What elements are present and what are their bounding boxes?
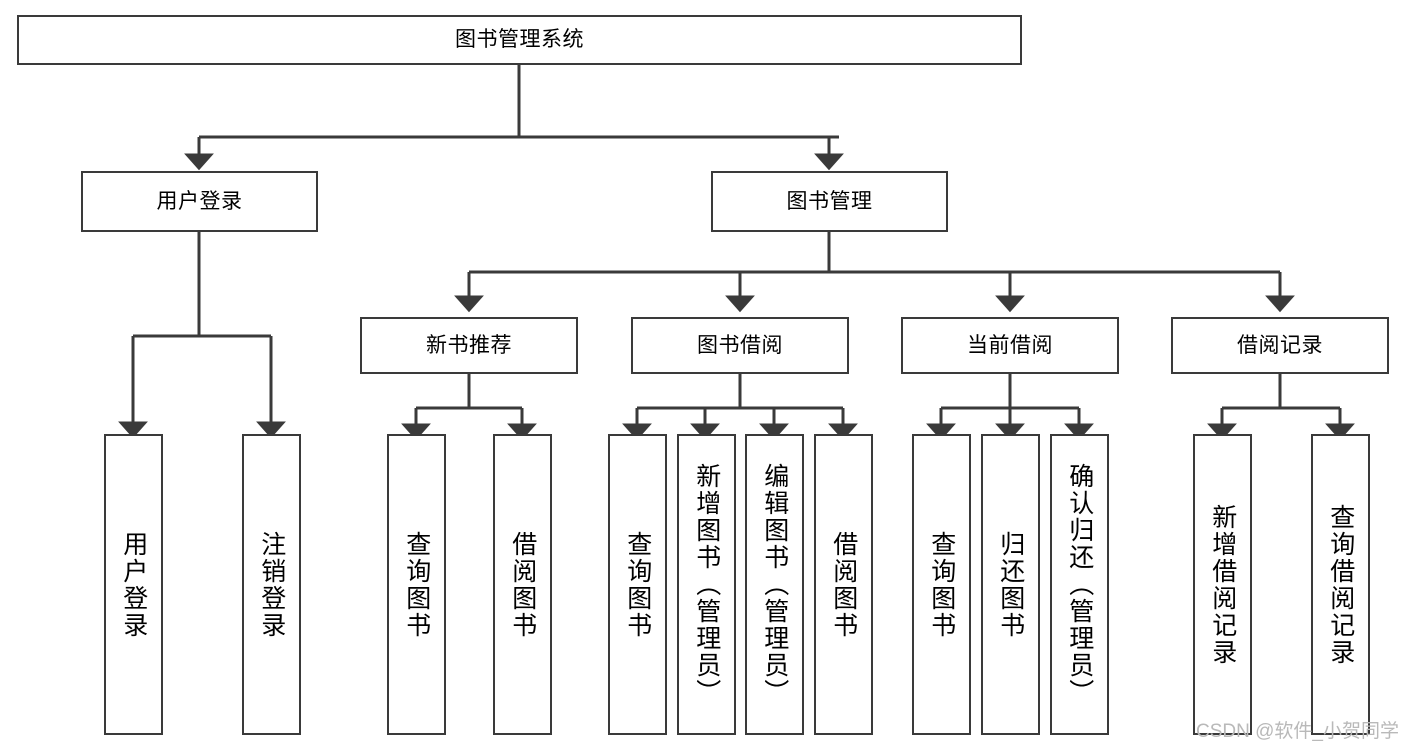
- leaf-new-book-borrow[interactable]: 借阅图书: [493, 434, 552, 735]
- node-book-management-label: 图书管理: [786, 189, 873, 213]
- leaf-user-login-signin[interactable]: 用户登录: [104, 434, 163, 735]
- node-new-book-recommend[interactable]: 新书推荐: [360, 317, 578, 374]
- leaf-current-confirm-return-admin[interactable]: 确认归还（管理员）: [1050, 434, 1109, 735]
- node-current-borrow-label: 当前借阅: [967, 333, 1053, 357]
- leaf-borrow-add-book-admin[interactable]: 新增图书（管理员）: [677, 434, 736, 735]
- leaf-records-add-record[interactable]: 新增借阅记录: [1193, 434, 1252, 735]
- leaf-borrow-edit-book-admin-label: 编辑图书（管理员）: [760, 463, 789, 706]
- node-book-management[interactable]: 图书管理: [711, 171, 948, 232]
- leaf-records-add-record-label: 新增借阅记录: [1208, 503, 1237, 666]
- leaf-borrow-add-book-admin-label: 新增图书（管理员）: [692, 463, 721, 706]
- leaf-borrow-edit-book-admin[interactable]: 编辑图书（管理员）: [745, 434, 804, 735]
- node-new-book-recommend-label: 新书推荐: [426, 333, 512, 357]
- leaf-new-book-query-label: 查询图书: [402, 530, 431, 639]
- leaf-user-login-signout[interactable]: 注销登录: [242, 434, 301, 735]
- node-book-borrow[interactable]: 图书借阅: [631, 317, 849, 374]
- node-borrow-records-label: 借阅记录: [1237, 333, 1323, 357]
- csdn-watermark: CSDN @软件_小贺同学: [1196, 721, 1399, 742]
- node-user-login-label: 用户登录: [156, 189, 243, 213]
- leaf-borrow-query-book-label: 查询图书: [623, 530, 652, 639]
- leaf-current-query-book[interactable]: 查询图书: [912, 434, 971, 735]
- node-root[interactable]: 图书管理系统: [17, 15, 1022, 65]
- leaf-current-return-book-label: 归还图书: [996, 530, 1025, 639]
- leaf-borrow-borrow-book-label: 借阅图书: [829, 530, 858, 639]
- node-book-borrow-label: 图书借阅: [697, 333, 783, 357]
- leaf-user-login-signout-label: 注销登录: [257, 530, 286, 639]
- leaf-current-confirm-return-admin-label: 确认归还（管理员）: [1065, 463, 1094, 706]
- node-user-login[interactable]: 用户登录: [81, 171, 318, 232]
- leaf-new-book-query[interactable]: 查询图书: [387, 434, 446, 735]
- leaf-current-query-book-label: 查询图书: [927, 530, 956, 639]
- leaf-user-login-signin-label: 用户登录: [119, 530, 148, 639]
- node-current-borrow[interactable]: 当前借阅: [901, 317, 1119, 374]
- node-root-label: 图书管理系统: [455, 28, 584, 52]
- leaf-borrow-query-book[interactable]: 查询图书: [608, 434, 667, 735]
- leaf-records-query-record[interactable]: 查询借阅记录: [1311, 434, 1370, 735]
- leaf-new-book-borrow-label: 借阅图书: [508, 530, 537, 639]
- leaf-current-return-book[interactable]: 归还图书: [981, 434, 1040, 735]
- leaf-borrow-borrow-book[interactable]: 借阅图书: [814, 434, 873, 735]
- leaf-records-query-record-label: 查询借阅记录: [1326, 503, 1355, 666]
- node-borrow-records[interactable]: 借阅记录: [1171, 317, 1389, 374]
